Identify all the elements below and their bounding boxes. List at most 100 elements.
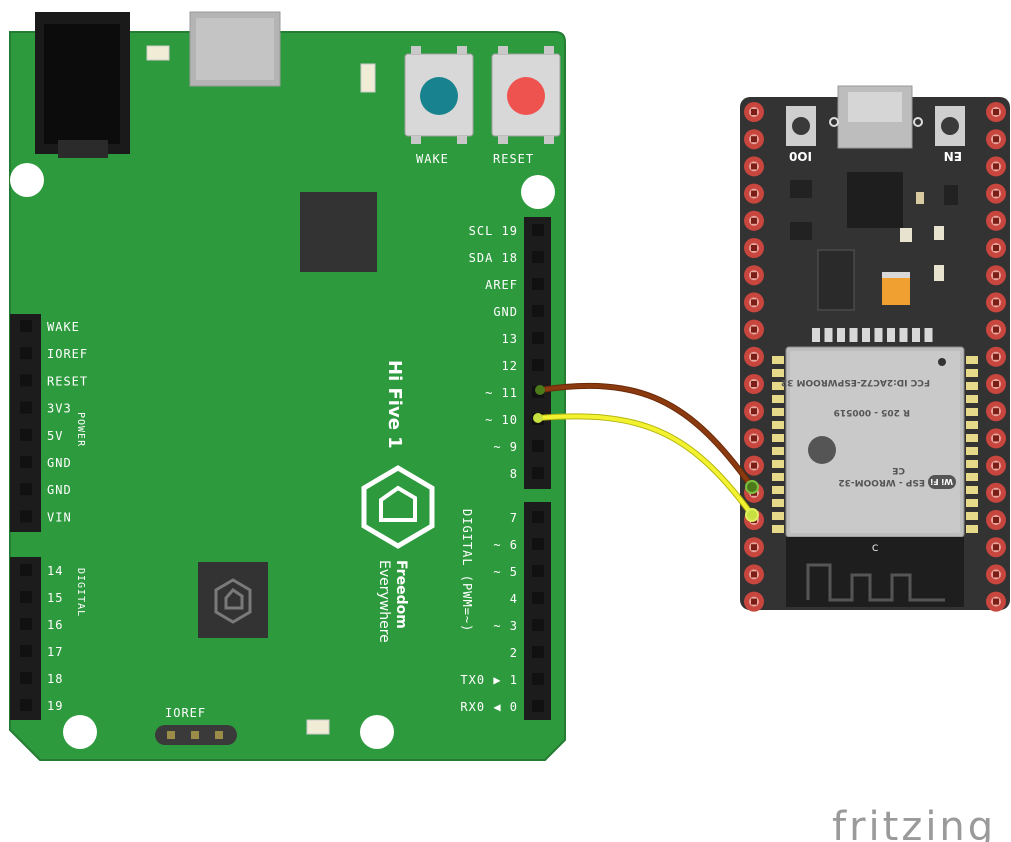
header-pin[interactable] [20,672,32,684]
pin-label: 17 [47,645,63,659]
module-pad [966,473,978,481]
wire-end [533,413,543,423]
header-pin[interactable] [20,510,32,523]
pin-label: 4 [510,592,518,606]
header-pin[interactable] [20,456,32,468]
pin-label: SDA 18 [469,251,518,265]
reset-button[interactable] [491,46,561,144]
wifi-label: Wi Fi [930,477,953,486]
header-pin[interactable] [532,278,544,290]
header-pin[interactable] [532,700,544,712]
mount-hole [360,715,394,749]
module-pad [912,328,920,342]
pin-label: RX0 ◀ 0 [460,700,518,714]
module-pad [837,328,845,342]
pin-label: VIN [47,510,72,524]
module-pad [772,460,784,468]
pin-label: ~ 3 [493,619,518,633]
header-pin[interactable] [532,467,544,479]
pin-label: 8 [510,467,518,481]
antenna-area [786,537,964,607]
header-pin[interactable] [20,591,32,603]
header-pin[interactable] [20,618,32,630]
header-pin[interactable] [20,374,32,387]
module-pad [772,408,784,416]
module-pad [966,369,978,377]
pin-label: ~ 11 [485,386,518,400]
wire-end [745,508,759,522]
module-pad [824,328,833,342]
header-pin[interactable] [532,440,544,452]
header-pin[interactable] [532,332,544,344]
wake-label: WAKE [416,152,449,166]
bluetooth-logo-icon [808,436,836,464]
header-pin[interactable] [532,538,544,550]
fcc-label: FCC ID:2AC7Z-ESPWROOM 32 [781,377,930,387]
pin-label: GND [493,305,518,319]
wake-button[interactable] [404,46,474,144]
module-pad [887,328,895,342]
header-pin[interactable] [20,564,32,576]
header-pin[interactable] [532,673,544,685]
mcu-chip [300,192,377,272]
header-pin[interactable] [532,511,544,523]
en-label: EN [944,149,962,163]
esp32-chip [847,172,903,228]
pin-label: 14 [47,564,63,578]
pin-label: ~ 9 [493,440,518,454]
module-pad [966,395,978,403]
pin-label: 2 [510,646,518,660]
header-pin[interactable] [20,699,32,711]
header-pin[interactable] [532,592,544,604]
pin-label: 16 [47,618,63,632]
pin-label: 19 [47,699,63,713]
header-pin[interactable] [532,305,544,317]
header-pin[interactable] [532,646,544,658]
led [146,45,170,61]
led [306,719,330,735]
module-pad [966,382,978,390]
ioref-header [155,725,237,745]
logo-chip [198,562,268,638]
en-button[interactable] [935,106,965,146]
wire-end [745,480,759,494]
pin-label: 5V [47,429,63,443]
module-pad [966,460,978,468]
hi-five-board: WAKE RESET IOREF WAKEIOREFRESET3V35VGNDG… [9,11,566,761]
module-pad [966,486,978,494]
module-pad [849,328,858,342]
io0-button[interactable] [786,106,816,146]
ioref-bottom-label: IOREF [165,706,206,720]
module-pad [772,447,784,455]
header-pin[interactable] [20,645,32,657]
cert-label: R 205 - 000519 [834,407,910,417]
header-pin[interactable] [532,619,544,631]
header-pin[interactable] [532,224,544,236]
header-pin[interactable] [532,565,544,577]
module-pad [772,486,784,494]
module-pad [772,356,784,364]
wires [533,382,759,522]
module-pad [772,512,784,520]
pin-label: 13 [502,332,518,346]
mount-hole [10,163,44,197]
pin-label: WAKE [47,320,80,334]
header-pin[interactable] [532,251,544,263]
power-label: POWER [75,412,86,447]
header-pin[interactable] [20,401,32,414]
module-name: ESP - WROOM-32 [838,477,925,487]
module-pad [966,356,978,364]
header-pin[interactable] [20,428,32,441]
brand-light: Everywhere [376,560,392,643]
module-pad [966,447,978,455]
pin-label: 7 [510,511,518,525]
header-pin[interactable] [20,320,32,332]
header-pin[interactable] [532,359,544,371]
freedom-logo-icon [361,465,435,549]
module-pad [966,512,978,520]
header-pin[interactable] [20,347,32,360]
right-bottom-header [524,502,551,720]
antenna-mark: C [872,544,878,554]
board-name: Hi Five 1 [384,360,405,449]
header-pin[interactable] [20,483,32,496]
